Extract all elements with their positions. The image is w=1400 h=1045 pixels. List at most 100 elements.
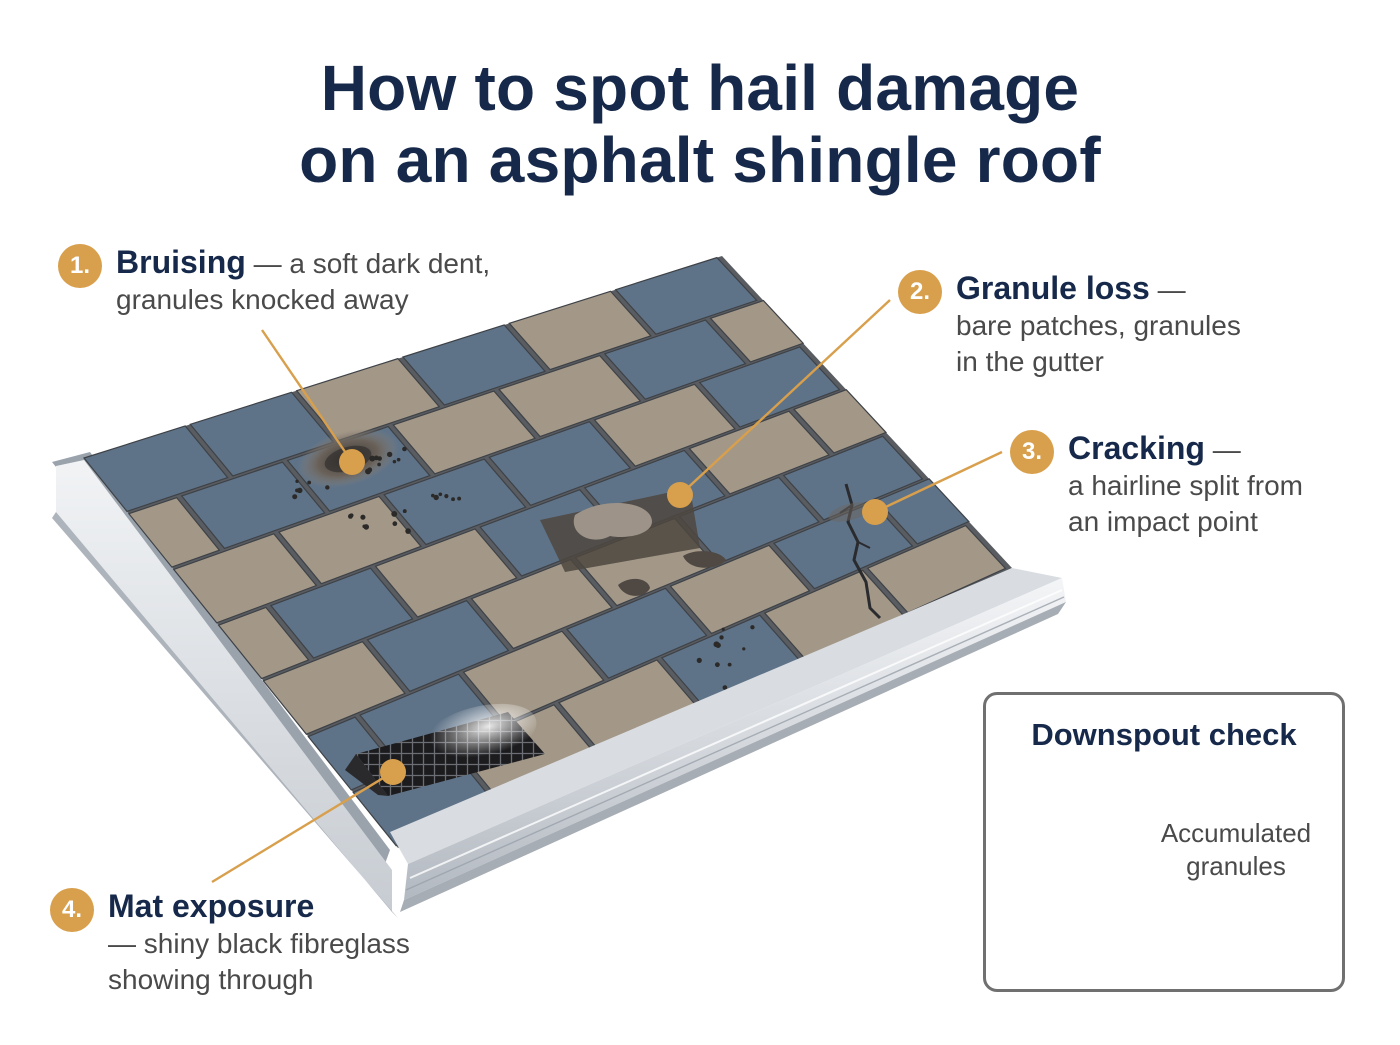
granule-speck xyxy=(457,496,462,501)
granule-speck xyxy=(295,479,299,484)
granule-speck xyxy=(363,524,370,530)
callout-desc-2: a hairline split from xyxy=(1068,470,1303,501)
shingle-tab xyxy=(669,544,811,635)
granule-speck xyxy=(369,455,376,462)
granule-speck xyxy=(392,521,398,527)
label-line-1: Accumulated xyxy=(1160,818,1312,848)
granule-speck xyxy=(386,451,393,458)
granule-speck xyxy=(714,662,720,668)
granule-speck xyxy=(292,494,298,500)
shingle-tab xyxy=(470,558,613,650)
shingle-tab xyxy=(593,383,736,467)
callout-desc-2: granules knocked away xyxy=(116,284,409,315)
shingle-tab xyxy=(392,390,537,475)
granule-speck xyxy=(727,662,732,667)
granule-speck xyxy=(433,494,439,501)
callout-leaders xyxy=(211,299,1003,884)
callout-term: Mat exposure xyxy=(108,888,315,924)
callout-term: Granule loss xyxy=(956,270,1150,306)
shingle-courses xyxy=(82,256,1007,847)
page-title: How to spot hail damage on an asphalt sh… xyxy=(0,52,1400,196)
downspout-title: Downspout check xyxy=(1031,717,1297,752)
shingle-tab xyxy=(866,524,1007,614)
shingle-tab xyxy=(488,420,632,507)
title-line-1: How to spot hail damage xyxy=(320,52,1080,124)
shingle-tab xyxy=(782,435,924,521)
granule-speck xyxy=(750,625,755,630)
roof-fascia xyxy=(52,452,398,918)
granule-speck xyxy=(721,627,725,631)
granule-speck xyxy=(373,455,379,461)
granule-speck xyxy=(402,446,407,452)
leader-line xyxy=(679,299,891,496)
leader-line xyxy=(211,770,394,884)
callout-dots xyxy=(339,449,888,785)
granule-speck xyxy=(451,497,455,502)
shingle-tab xyxy=(792,389,888,454)
callout-number-badge: 1. xyxy=(58,244,102,288)
granule-speck xyxy=(715,642,721,648)
granule-speck xyxy=(295,488,300,493)
granule-speck xyxy=(405,528,411,534)
granule-speck xyxy=(396,457,401,462)
granule-speck xyxy=(438,492,443,497)
shingle-tab xyxy=(698,346,841,428)
leader-line xyxy=(874,450,1003,514)
downspout-check-box: Downspout check Accumulated granules xyxy=(983,692,1345,992)
granule-speck xyxy=(307,480,312,485)
shingle-tab xyxy=(709,299,805,363)
callout-desc-2: bare patches, granules xyxy=(956,310,1241,341)
granule-speck xyxy=(325,485,330,490)
shingle-tab xyxy=(876,478,970,545)
callout-dot xyxy=(380,759,406,785)
callout-number-badge: 3. xyxy=(1010,430,1054,474)
granule-speck xyxy=(402,509,407,514)
accumulated-granules-label: Accumulated granules xyxy=(1136,817,1336,883)
title-line-2: on an asphalt shingle roof xyxy=(299,124,1101,196)
granule-speck xyxy=(742,647,746,651)
granule-speck xyxy=(377,462,381,467)
callout-desc: — xyxy=(1212,434,1241,465)
callout-dot xyxy=(339,449,365,475)
shingle-tab xyxy=(401,324,547,406)
shingle-tab xyxy=(497,354,642,438)
shingle-tab xyxy=(678,476,820,564)
callout-desc-2: showing through xyxy=(108,964,314,995)
callout-term: Cracking xyxy=(1068,430,1205,466)
granule-speck xyxy=(392,459,397,464)
shingle-tab xyxy=(366,599,510,693)
shingle-tab xyxy=(82,425,229,513)
callout-dot xyxy=(862,499,888,525)
granule-speck xyxy=(360,514,366,520)
callout-desc-3: in the gutter xyxy=(956,346,1104,377)
roof-gutter xyxy=(390,568,1066,912)
shingle-tab xyxy=(374,528,518,618)
callout-number-badge: 4. xyxy=(50,888,94,932)
callout-dot xyxy=(667,482,693,508)
shingle-tab xyxy=(565,587,708,679)
shingle-tab xyxy=(217,606,310,680)
shingle-tab xyxy=(269,567,414,659)
callout-desc: — xyxy=(1157,274,1186,305)
granule-speck xyxy=(719,635,724,640)
shingle-tab xyxy=(508,290,652,371)
granule-speck xyxy=(348,513,353,519)
granule-speck xyxy=(391,510,398,517)
callout-term: Bruising xyxy=(116,244,246,280)
granule-speck xyxy=(365,468,371,475)
callout-desc-3: an impact point xyxy=(1068,506,1258,537)
shingle-tab xyxy=(383,458,527,546)
shingle-tab xyxy=(603,319,747,400)
callout-desc: — shiny black fibreglass xyxy=(108,928,410,959)
granule-speck xyxy=(722,685,728,690)
shingle-tab xyxy=(180,461,326,550)
granule-speck xyxy=(696,657,702,663)
shingle-tab xyxy=(127,496,221,568)
callout-desc: — a soft dark dent, xyxy=(253,248,491,279)
shingle-tab xyxy=(262,641,406,735)
granule-speck xyxy=(444,494,449,499)
shingle-tab xyxy=(172,533,318,624)
shingle-tab xyxy=(614,256,758,335)
leader-line xyxy=(261,329,353,463)
